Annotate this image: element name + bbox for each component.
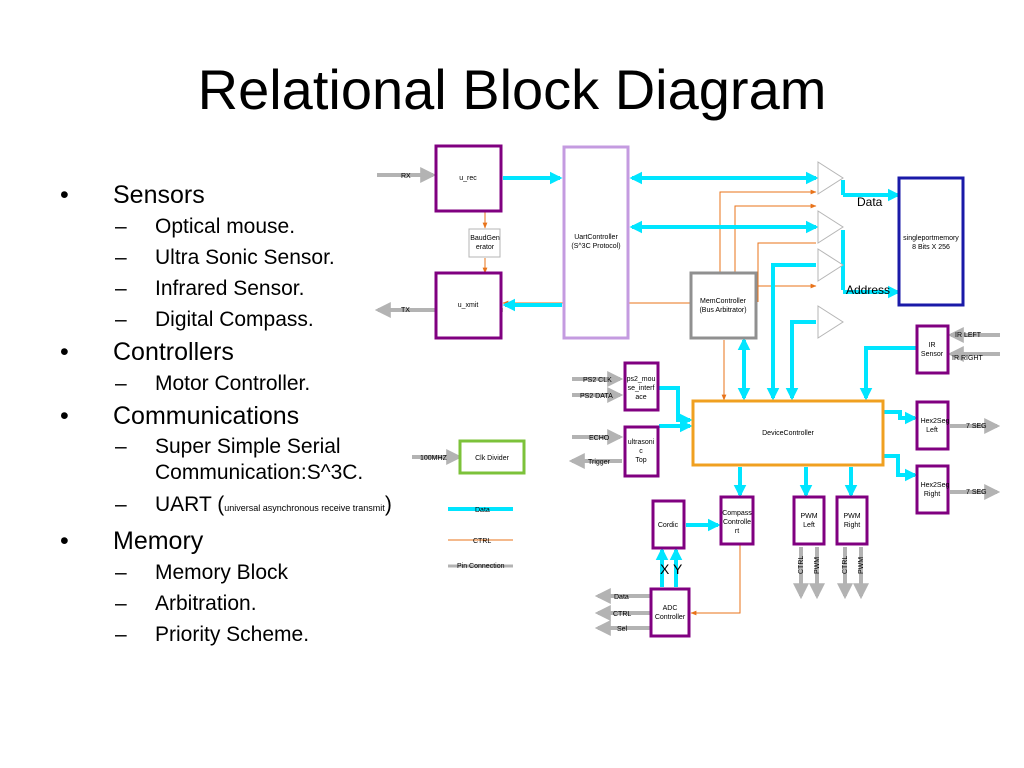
uart-label-2: (S^3C Protocol) — [571, 243, 620, 250]
bullet-memory-block: –Memory Block — [115, 561, 289, 584]
legend-data-label: Data — [475, 507, 490, 514]
buffer-3 — [817, 248, 844, 282]
ultra-label-2: c — [639, 448, 643, 455]
compass-label-2: Controlle — [723, 519, 751, 526]
block-single-port-memory — [897, 176, 965, 307]
bullet-memory: •Memory — [60, 527, 204, 555]
ps2-label-3: ace — [635, 394, 646, 401]
u-rec-label: u_rec — [459, 175, 477, 182]
block-clk-divider — [458, 439, 526, 475]
hexl-label-1: Hex2Seg — [921, 418, 950, 425]
ir-right-label: IR RIGHT — [952, 355, 983, 362]
ir-label-1: IR — [929, 342, 936, 349]
bullet-sensors: •Sensors — [60, 181, 205, 209]
mem-ctrl-label-1: MemController — [700, 298, 747, 305]
ultra-label-3: Top — [635, 457, 646, 464]
mem-ctrl-label-2: (Bus Arbitrator) — [699, 307, 746, 314]
bullet-infrared: –Infrared Sensor. — [115, 277, 305, 300]
bullet-priority: –Priority Scheme. — [115, 623, 310, 646]
seg-top-label: 7 SEG — [966, 423, 987, 430]
block-adc-controller — [649, 587, 691, 638]
bullet-uart: –UART (universal asynchronous receive tr… — [115, 493, 392, 516]
cordic-label: Cordic — [658, 522, 679, 529]
block-cordic — [651, 499, 686, 550]
ps2-label-1: ps2_mou — [627, 376, 656, 383]
block-hex2seg-right — [915, 464, 950, 515]
pwm-right-ctrl-label: CTRL — [842, 556, 849, 574]
adc-ctrl-label: CTRL — [613, 611, 631, 618]
echo-label: ECHO — [589, 435, 610, 442]
seg-bot-label: 7 SEG — [966, 489, 987, 496]
ir-label-2: Sensor — [921, 351, 944, 358]
device-label: DeviceController — [762, 430, 814, 437]
ultra-label-1: ultrasoni — [628, 439, 655, 446]
page-title: Relational Block Diagram — [197, 58, 827, 121]
block-pwm-right — [835, 495, 869, 546]
bullet-optical-mouse: –Optical mouse. — [115, 215, 296, 238]
buffer-4 — [817, 305, 844, 339]
bullet-list: •Sensors –Optical mouse. –Ultra Sonic Se… — [60, 178, 440, 650]
bullet-motor: –Motor Controller. — [115, 372, 311, 395]
data-buses — [448, 171, 918, 587]
hexr-label-2: Right — [924, 491, 940, 498]
compass-label-1: Compass — [722, 510, 752, 517]
block-baud-generator — [468, 228, 501, 258]
block-pwm-left — [792, 495, 826, 546]
pwm-right-pwm-label: PWM — [858, 557, 865, 574]
buffer-2 — [817, 210, 844, 244]
baud-label-1: BaudGen — [470, 235, 500, 242]
pwm-left-ctrl-label: CTRL — [798, 556, 805, 574]
bullet-controllers: •Controllers — [60, 338, 234, 366]
block-mem-controller — [689, 271, 758, 340]
block-uart-controller — [562, 145, 630, 340]
ps2-clk-label: PS2 CLK — [583, 377, 612, 384]
compass-label-3: rt — [735, 528, 739, 535]
ir-left-label: IR LEFT — [955, 332, 982, 339]
uart-label-1: UartController — [574, 234, 618, 241]
block-hex2seg-left — [915, 400, 950, 451]
u-xmit-label: u_xmit — [458, 302, 479, 309]
legend-pin-label: Pin Connection — [457, 563, 505, 570]
address-bus-label: Address — [846, 283, 890, 297]
mhz-label: 100MHZ — [420, 455, 448, 462]
bullet-ultrasonic: –Ultra Sonic Sensor. — [115, 246, 335, 269]
adc-label-1: ADC — [663, 605, 678, 612]
block-device-controller — [691, 399, 885, 467]
single-port-label-1: singleportmemory — [903, 235, 959, 242]
trigger-label: Trigger — [588, 459, 611, 466]
buffer-1 — [817, 161, 844, 195]
single-port-label-2: 8 Bits X 256 — [912, 244, 950, 251]
ps2-data-label: PS2 DATA — [580, 393, 613, 400]
pwmr-label-2: Right — [844, 522, 860, 529]
rx-label: RX — [401, 173, 411, 180]
ps2-label-2: se_interf — [628, 385, 655, 392]
block-ps2-interface — [623, 361, 660, 412]
bullet-arbitration: –Arbitration. — [115, 592, 257, 615]
adc-data-label: Data — [614, 594, 629, 601]
pwml-label-2: Left — [803, 522, 815, 529]
pwml-label-1: PWM — [800, 513, 817, 520]
block-u-xmit — [434, 271, 503, 340]
bullet-compass: –Digital Compass. — [115, 308, 314, 331]
block-ir-sensor — [915, 324, 950, 375]
hexl-label-2: Left — [926, 427, 938, 434]
legend-ctrl-label: CTRL — [473, 538, 491, 545]
data-bus-label: Data — [857, 195, 883, 209]
xy-label: X Y — [660, 561, 683, 577]
tx-label: TX — [401, 307, 410, 314]
block-compass-controller — [719, 495, 755, 546]
pwm-left-pwm-label: PWM — [814, 557, 821, 574]
hexr-label-1: Hex2Seg — [921, 482, 950, 489]
pwmr-label-1: PWM — [843, 513, 860, 520]
block-ultrasonic — [623, 425, 660, 478]
adc-label-2: Controller — [655, 614, 686, 621]
buffers — [817, 161, 844, 339]
block-u-rec — [434, 144, 503, 213]
adc-sel-label: Sel — [617, 626, 628, 633]
baud-label-2: erator — [476, 244, 495, 251]
clk-label: Clk Divider — [475, 455, 510, 462]
bullet-communications: •Communications — [60, 402, 300, 430]
